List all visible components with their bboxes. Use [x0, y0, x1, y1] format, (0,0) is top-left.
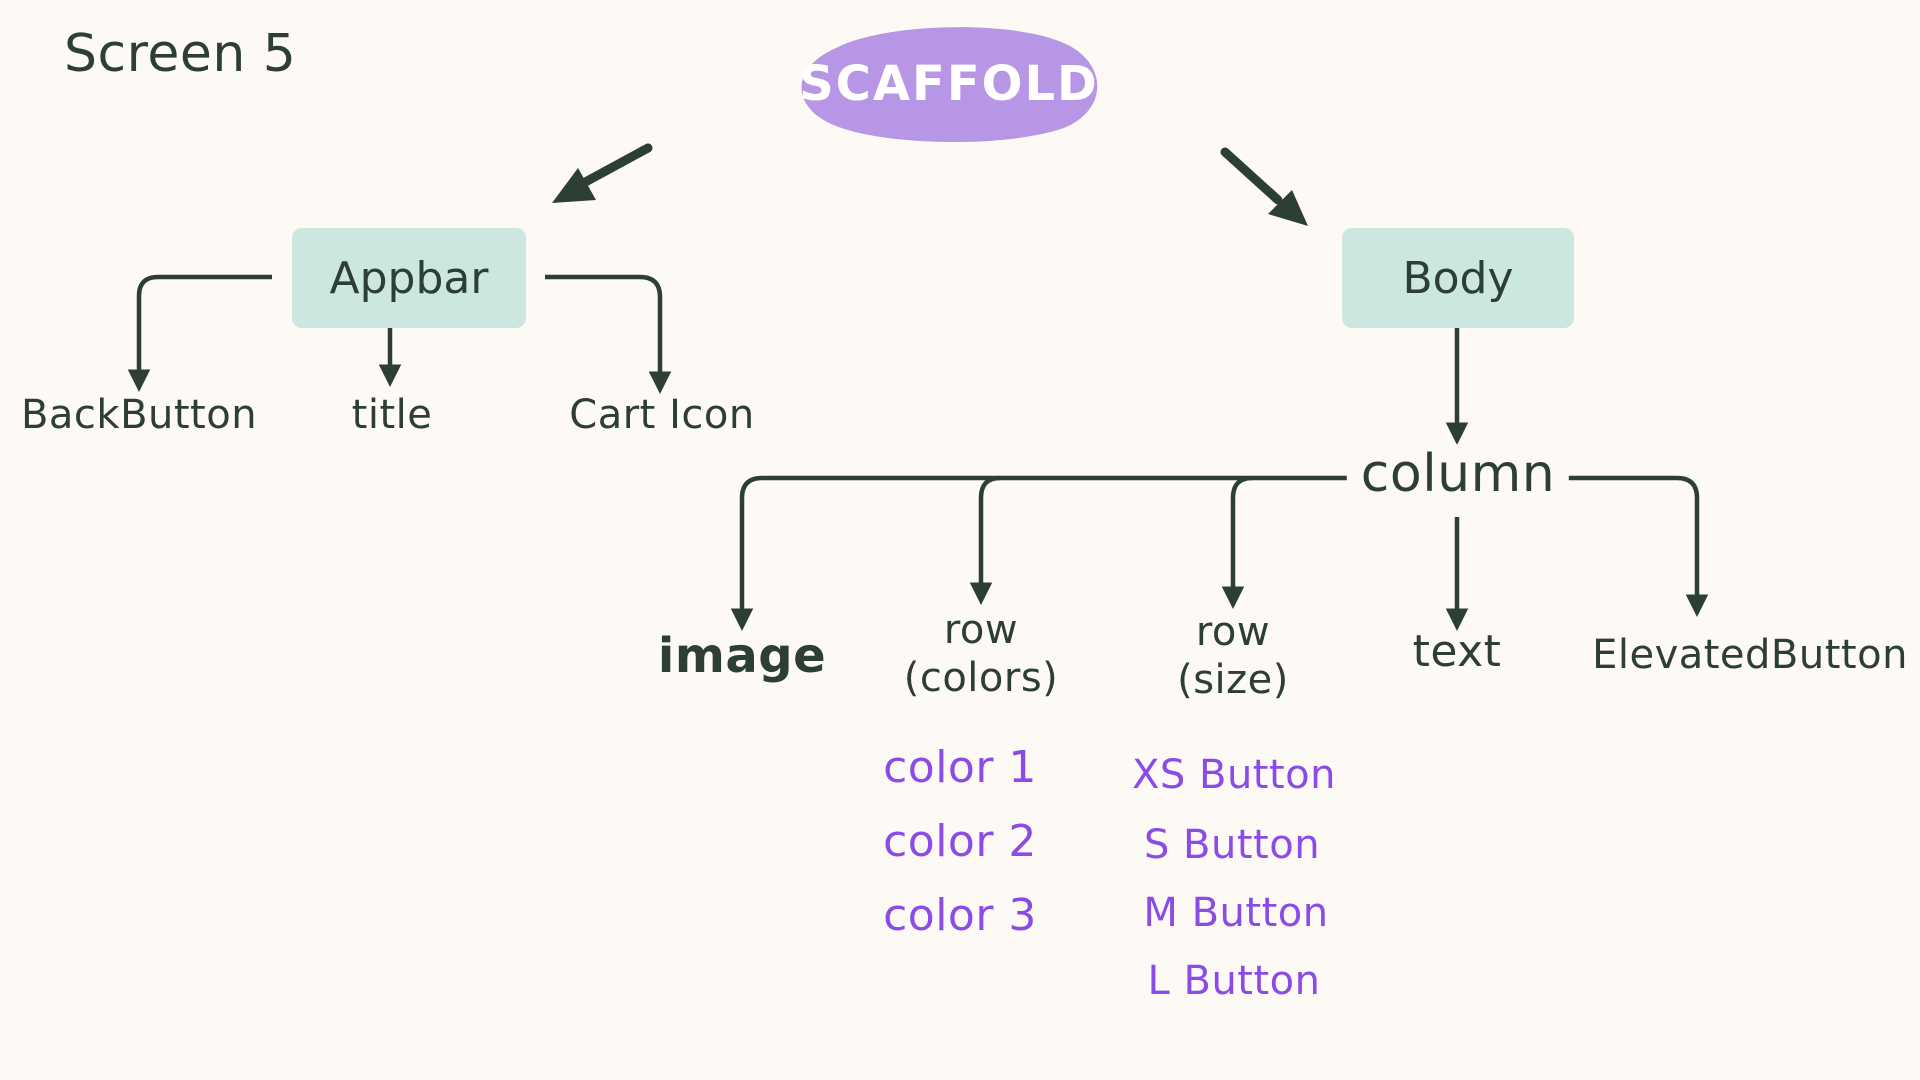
backbutton-label: BackButton: [20, 392, 258, 438]
size-item: L Button: [1147, 958, 1321, 1004]
scaffold-blob-shape: [801, 27, 1098, 142]
connector-column-elevated-button: [1562, 475, 1709, 617]
appbar-node: Appbar: [292, 228, 526, 328]
size-item: M Button: [1143, 890, 1329, 936]
connector-backbutton: [127, 274, 272, 392]
color-item: color 2: [883, 816, 1037, 867]
connector-column-row-size: [1221, 475, 1253, 609]
size-item: XS Button: [1132, 752, 1336, 798]
title-label: title: [351, 392, 433, 438]
elevated-button-label: ElevatedButton: [1592, 632, 1908, 678]
column-label: column: [1346, 444, 1570, 504]
row-colors-label: row (colors): [904, 606, 1059, 702]
size-item: S Button: [1143, 822, 1321, 868]
cart-icon-label: Cart Icon: [569, 392, 755, 438]
image-label: image: [657, 628, 827, 684]
body-node: Body: [1342, 228, 1574, 328]
text-label: text: [1412, 626, 1502, 677]
row-size-line2: (size): [1177, 657, 1289, 703]
scaffold-label: SCAFFOLD: [799, 56, 1099, 112]
color-item: color 1: [883, 742, 1037, 793]
row-colors-line1: row: [943, 607, 1019, 653]
row-size-line1: row: [1195, 609, 1271, 655]
row-colors-line2: (colors): [903, 655, 1059, 701]
body-label: Body: [1402, 252, 1514, 304]
row-size-label: row (size): [1177, 608, 1289, 704]
arrow-to-body: [1220, 147, 1308, 226]
arrow-to-appbar: [552, 143, 653, 203]
appbar-label: Appbar: [329, 252, 489, 304]
color-item: color 3: [883, 890, 1037, 941]
connector-column-image: [730, 475, 1353, 631]
connector-cart-icon: [545, 274, 672, 394]
screen-title: Screen 5: [64, 24, 297, 84]
scaffold-node: SCAFFOLD: [796, 26, 1102, 142]
connector-column-row-colors: [969, 475, 1001, 605]
